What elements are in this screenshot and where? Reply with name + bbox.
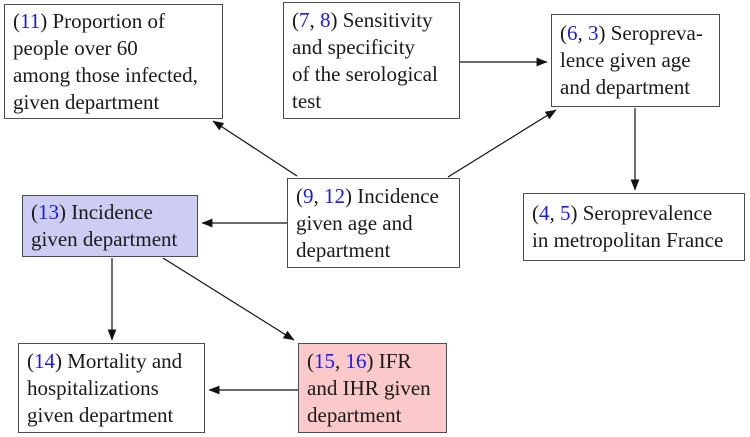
node-text-line: (11) Proportion of [13,8,220,35]
node-text: , [335,348,346,373]
node-text-line: (7, 8) Sensitivity [292,7,457,34]
node-text-line: (9, 12) Incidence [296,183,457,210]
node-text-line: and department [560,74,717,101]
node-text: of the serological [292,61,438,86]
node-text: given department [27,402,174,427]
node-text: ) Incidence [345,183,439,208]
node-text: ) Mortality and [55,348,183,373]
node-text: given department [31,227,178,251]
node-text-line: (15, 16) IFR [307,348,444,375]
reference-number-link[interactable]: 15 [314,348,335,373]
reference-number-link[interactable]: 5 [560,201,571,225]
node-text-line: given department [13,89,220,116]
node-text-line: (6, 3) Seropreva- [560,20,717,47]
node-text: ) Proportion of [40,8,166,33]
node-text: hospitalizations [27,375,159,400]
reference-number-link[interactable]: 13 [38,200,59,224]
node-text: ) Sensitivity [330,7,433,32]
node-text-line: department [307,402,444,429]
node-text: ( [296,183,303,208]
node-text-line: and specificity [292,34,457,61]
node-text: ( [27,348,34,373]
node-text: among those infected, [13,62,198,87]
node-text: and department [560,75,691,99]
node-text-line: (13) Incidence [31,199,195,226]
node-text: ( [307,348,314,373]
node-text-line: in metropolitan France [532,227,742,254]
node-text: , [309,7,320,32]
node-text: , [549,201,560,225]
node-text: ( [532,201,539,225]
node-text: lence given age [560,48,691,72]
node-text-line: lence given age [560,47,717,74]
node-text: ) Seropreva- [598,21,703,45]
node-text-line: department [296,237,457,264]
node-text: ) IFR [366,348,412,373]
node-text-line: among those infected, [13,62,220,89]
node-text: people over 60 [13,35,138,60]
node-text: department [296,237,391,262]
reference-number-link[interactable]: 11 [20,8,41,33]
node-text: ) Seroprevalence [570,201,713,225]
node-text-line: (4, 5) Seroprevalence [532,200,742,227]
node-text: in metropolitan France [532,228,724,252]
node-text: , [577,21,588,45]
node-text: and specificity [292,34,416,59]
node-text-line: and IHR given [307,375,444,402]
arrow-incidence-dept-to-ifr-ihr [162,257,295,341]
reference-number-link[interactable]: 16 [345,348,367,373]
reference-number-link[interactable]: 9 [303,183,314,208]
reference-number-link[interactable]: 14 [34,348,55,373]
reference-number-link[interactable]: 8 [320,7,331,32]
node-text-line: hospitalizations [27,375,202,402]
node-seroprev-age-dept: (6, 3) Seropreva-lence given age and depa… [551,14,720,107]
node-text: given department [13,89,160,114]
node-text-line: given department [27,402,202,429]
node-text: ( [560,21,567,45]
arrow-incidence-age-to-prop-over-60 [212,120,298,177]
node-text-line: (14) Mortality and [27,348,202,375]
arrow-incidence-age-to-seroprev-age [447,109,557,178]
node-text-line: people over 60 [13,35,220,62]
node-text-line: test [292,88,457,115]
node-text: ) Incidence [59,200,153,224]
node-text-line: of the serological [292,61,457,88]
reference-number-link[interactable]: 7 [299,7,310,32]
reference-number-link[interactable]: 4 [539,201,550,225]
node-text-line: given age and [296,210,457,237]
reference-number-link[interactable]: 6 [567,21,578,45]
node-text: ( [31,200,38,224]
node-text-line: given department [31,226,195,253]
node-text: test [292,88,322,113]
node-text: department [307,402,402,427]
node-text: , [313,183,324,208]
node-text: ( [13,8,20,33]
node-text: given age and [296,210,413,235]
node-text: ( [292,7,299,32]
reference-number-link[interactable]: 12 [324,183,345,208]
reference-number-link[interactable]: 3 [588,21,599,45]
node-text: and IHR given [307,375,431,400]
